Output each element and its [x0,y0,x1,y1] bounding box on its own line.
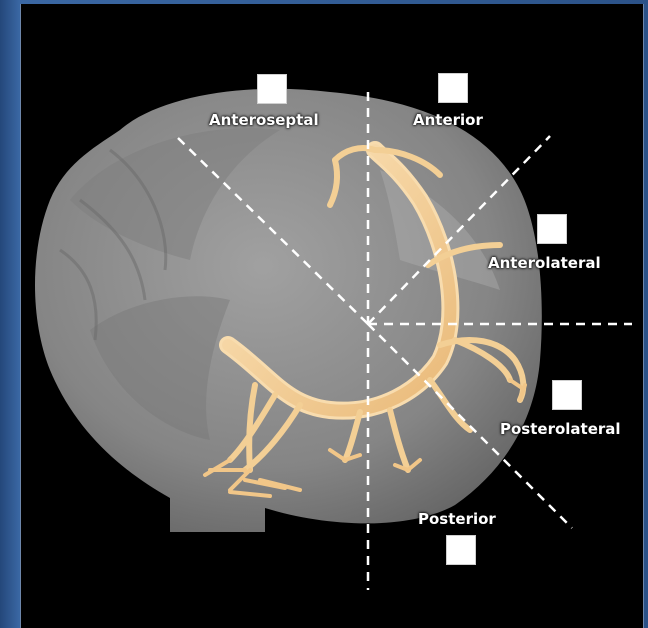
anteroseptal-box [257,74,287,104]
anterolateral-box [537,214,567,244]
posterior-box [446,535,476,565]
label-posterior: Posterior [418,510,496,528]
label-anteroseptal: Anteroseptal [209,111,319,129]
label-anterior: Anterior [413,111,483,129]
posterolateral-box [552,380,582,410]
label-posterolateral: Posterolateral [500,420,621,438]
heart-silhouette [35,89,542,532]
anterior-box [438,73,468,103]
label-anterolateral: Anterolateral [488,254,601,272]
